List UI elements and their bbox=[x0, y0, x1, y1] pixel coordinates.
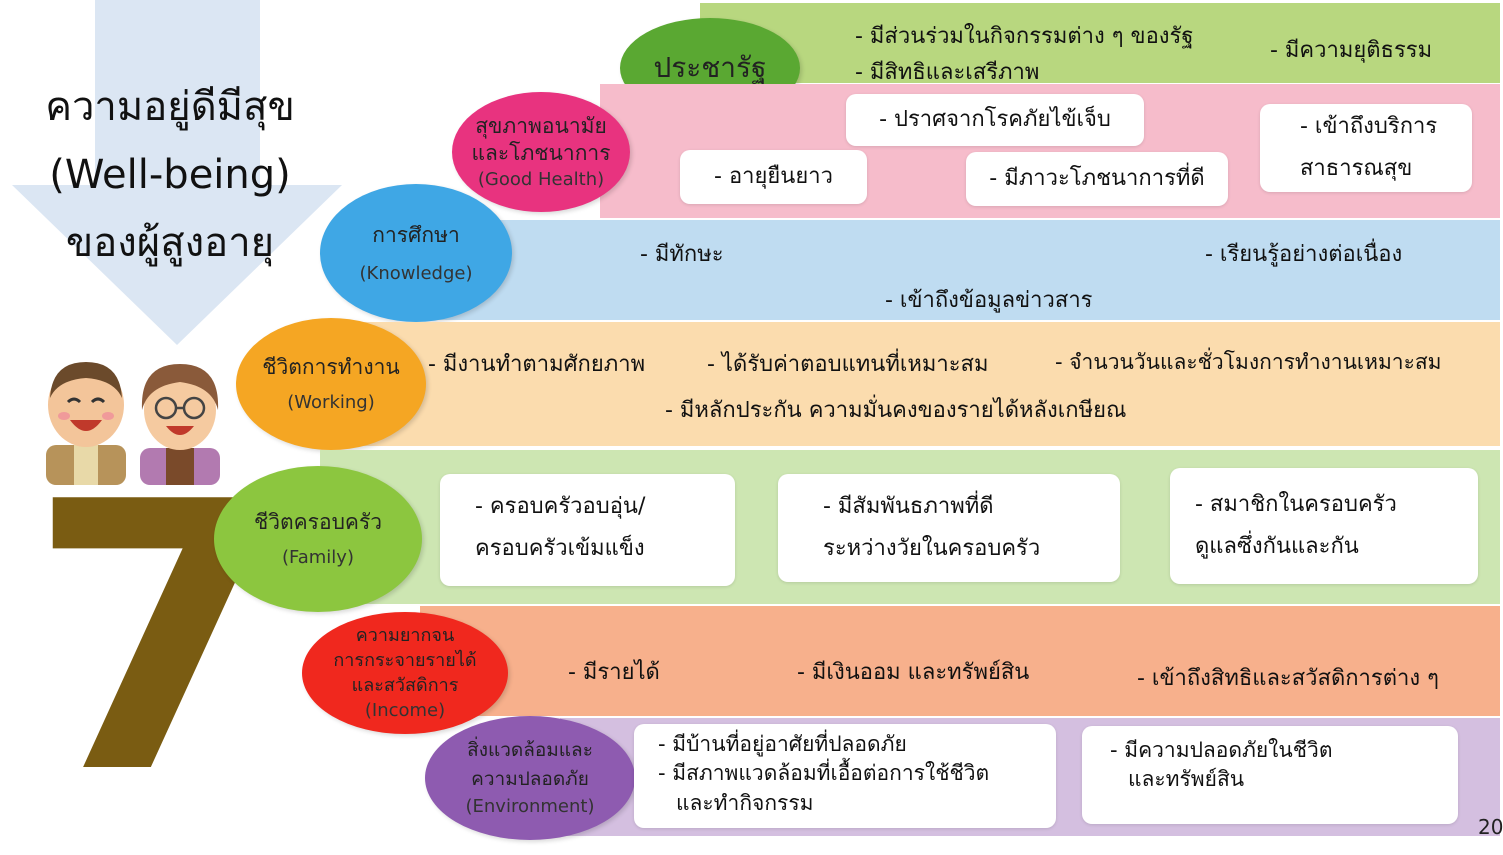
down-arrow-shaft bbox=[95, 0, 260, 200]
band-income bbox=[420, 606, 1500, 716]
circle-education: การศึกษา (Knowledge) bbox=[320, 184, 512, 322]
environment-label-line2: ความปลอดภัย bbox=[471, 767, 589, 790]
elderly-couple-icon bbox=[46, 362, 220, 485]
working-item-4: - มีหลักประกัน ความมั่นคงของรายได้หลังเก… bbox=[665, 398, 1127, 423]
civic-label: ประชารัฐ bbox=[653, 51, 767, 85]
environment-card-1-line3: และทำกิจกรรม bbox=[676, 790, 814, 815]
family-card-1: - ครอบครัวอบอุ่น/ ครอบครัวเข้มแข็ง bbox=[440, 474, 735, 586]
environment-card-1-line1: - มีบ้านที่อยู่อาศัยที่ปลอดภัย bbox=[658, 732, 907, 756]
income-label-en: (Income) bbox=[364, 700, 446, 722]
family-card-1-line2: ครอบครัวเข้มแข็ง bbox=[475, 535, 645, 561]
income-label-line3: และสวัสดิการ bbox=[351, 675, 459, 696]
family-card-2-line1: - มีสัมพันธภาพที่ดี bbox=[823, 494, 994, 519]
education-label: การศึกษา bbox=[372, 223, 460, 247]
health-label-line1: สุขภาพอนามัย bbox=[475, 114, 607, 138]
family-card-3-line2: ดูแลซึ่งกันและกัน bbox=[1195, 533, 1359, 559]
family-card-1-line1: - ครอบครัวอบอุ่น/ bbox=[475, 494, 646, 519]
family-label: ชีวิตครอบครัว bbox=[253, 509, 383, 534]
circle-working: ชีวิตการทำงาน (Working) bbox=[236, 318, 426, 450]
page-number: 20 bbox=[1478, 815, 1503, 839]
health-card-service: - เข้าถึงบริการ สาธารณสุข bbox=[1260, 104, 1472, 192]
civic-item-1: - มีส่วนร่วมในกิจกรรมต่าง ๆ ของรัฐ bbox=[855, 24, 1194, 49]
income-item-3: - เข้าถึงสิทธิและสวัสดิการต่าง ๆ bbox=[1137, 666, 1439, 691]
education-label-en: (Knowledge) bbox=[359, 263, 473, 284]
income-label-line2: การกระจายรายได้ bbox=[333, 649, 477, 671]
band-civic bbox=[700, 3, 1500, 83]
environment-card-1-line2: - มีสภาพแวดล้อมที่เอื้อต่อการใช้ชีวิต bbox=[658, 761, 990, 786]
income-label-line1: ความยากจน bbox=[355, 624, 455, 646]
health-card-longevity: - อายุยืนยาว bbox=[680, 150, 867, 204]
environment-card-2-line2: และทรัพย์สิน bbox=[1128, 767, 1245, 792]
working-item-1: - มีงานทำตามศักยภาพ bbox=[428, 352, 646, 377]
health-label-en: (Good Health) bbox=[477, 168, 605, 190]
band-working bbox=[330, 322, 1500, 446]
down-arrow-head bbox=[12, 185, 342, 345]
environment-card-2-line1: - มีความปลอดภัยในชีวิต bbox=[1110, 738, 1333, 762]
environment-card-2: - มีความปลอดภัยในชีวิต และทรัพย์สิน bbox=[1082, 726, 1458, 824]
working-label: ชีวิตการทำงาน bbox=[262, 354, 400, 379]
band-education bbox=[420, 220, 1500, 320]
health-item-1: - ปราศจากโรคภัยไข้เจ็บ bbox=[879, 107, 1111, 132]
family-card-3: - สมาชิกในครอบครัว ดูแลซึ่งกันและกัน bbox=[1170, 468, 1478, 584]
circle-income: ความยากจน การกระจายรายได้ และสวัสดิการ (… bbox=[302, 612, 508, 734]
health-item-2: - อายุยืนยาว bbox=[714, 164, 833, 189]
working-item-3: - จำนวนวันและชั่วโมงการทำงานเหมาะสม bbox=[1055, 350, 1442, 374]
education-item-1: - มีทักษะ bbox=[640, 242, 724, 267]
circle-environment: สิ่งแวดล้อมและ ความปลอดภัย (Environment) bbox=[425, 716, 635, 840]
title-line1: ความอยู่ดีมีสุข bbox=[45, 84, 295, 130]
family-card-3-line1: - สมาชิกในครอบครัว bbox=[1195, 492, 1397, 517]
health-item-3: - มีภาวะโภชนาการที่ดี bbox=[989, 166, 1205, 191]
circle-health: สุขภาพอนามัย และโภชนาการ (Good Health) bbox=[452, 92, 630, 212]
health-card-disease: - ปราศจากโรคภัยไข้เจ็บ bbox=[846, 94, 1144, 146]
health-label-line2: และโภชนาการ bbox=[471, 141, 611, 166]
environment-label-en: (Environment) bbox=[465, 796, 595, 817]
working-label-en: (Working) bbox=[287, 391, 375, 413]
family-label-en: (Family) bbox=[282, 546, 354, 568]
working-item-2: - ได้รับค่าตอบแทนที่เหมาะสม bbox=[707, 352, 989, 377]
income-item-2: - มีเงินออม และทรัพย์สิน bbox=[797, 660, 1030, 685]
health-service-line1: - เข้าถึงบริการ bbox=[1300, 114, 1438, 139]
environment-label-line1: สิ่งแวดล้อมและ bbox=[467, 739, 593, 761]
family-card-2-line2: ระหว่างวัยในครอบครัว bbox=[823, 535, 1041, 561]
circle-family: ชีวิตครอบครัว (Family) bbox=[214, 466, 422, 612]
health-service-line2: สาธารณสุข bbox=[1300, 155, 1413, 181]
income-item-1: - มีรายได้ bbox=[568, 660, 660, 685]
civic-item-3: - มีความยุติธรรม bbox=[1270, 38, 1433, 63]
title-line3: ของผู้สูงอายุ bbox=[65, 220, 275, 266]
education-item-2: - เรียนรู้อย่างต่อเนื่อง bbox=[1205, 242, 1403, 267]
civic-item-2: - มีสิทธิและเสรีภาพ bbox=[855, 60, 1040, 85]
environment-card-1: - มีบ้านที่อยู่อาศัยที่ปลอดภัย - มีสภาพแ… bbox=[634, 724, 1056, 828]
title-line2: (Well-being) bbox=[49, 152, 291, 198]
family-card-2: - มีสัมพันธภาพที่ดี ระหว่างวัยในครอบครัว bbox=[778, 474, 1120, 582]
education-item-3: - เข้าถึงข้อมูลข่าวสาร bbox=[885, 288, 1093, 313]
health-card-nutrition: - มีภาวะโภชนาการที่ดี bbox=[966, 152, 1228, 206]
